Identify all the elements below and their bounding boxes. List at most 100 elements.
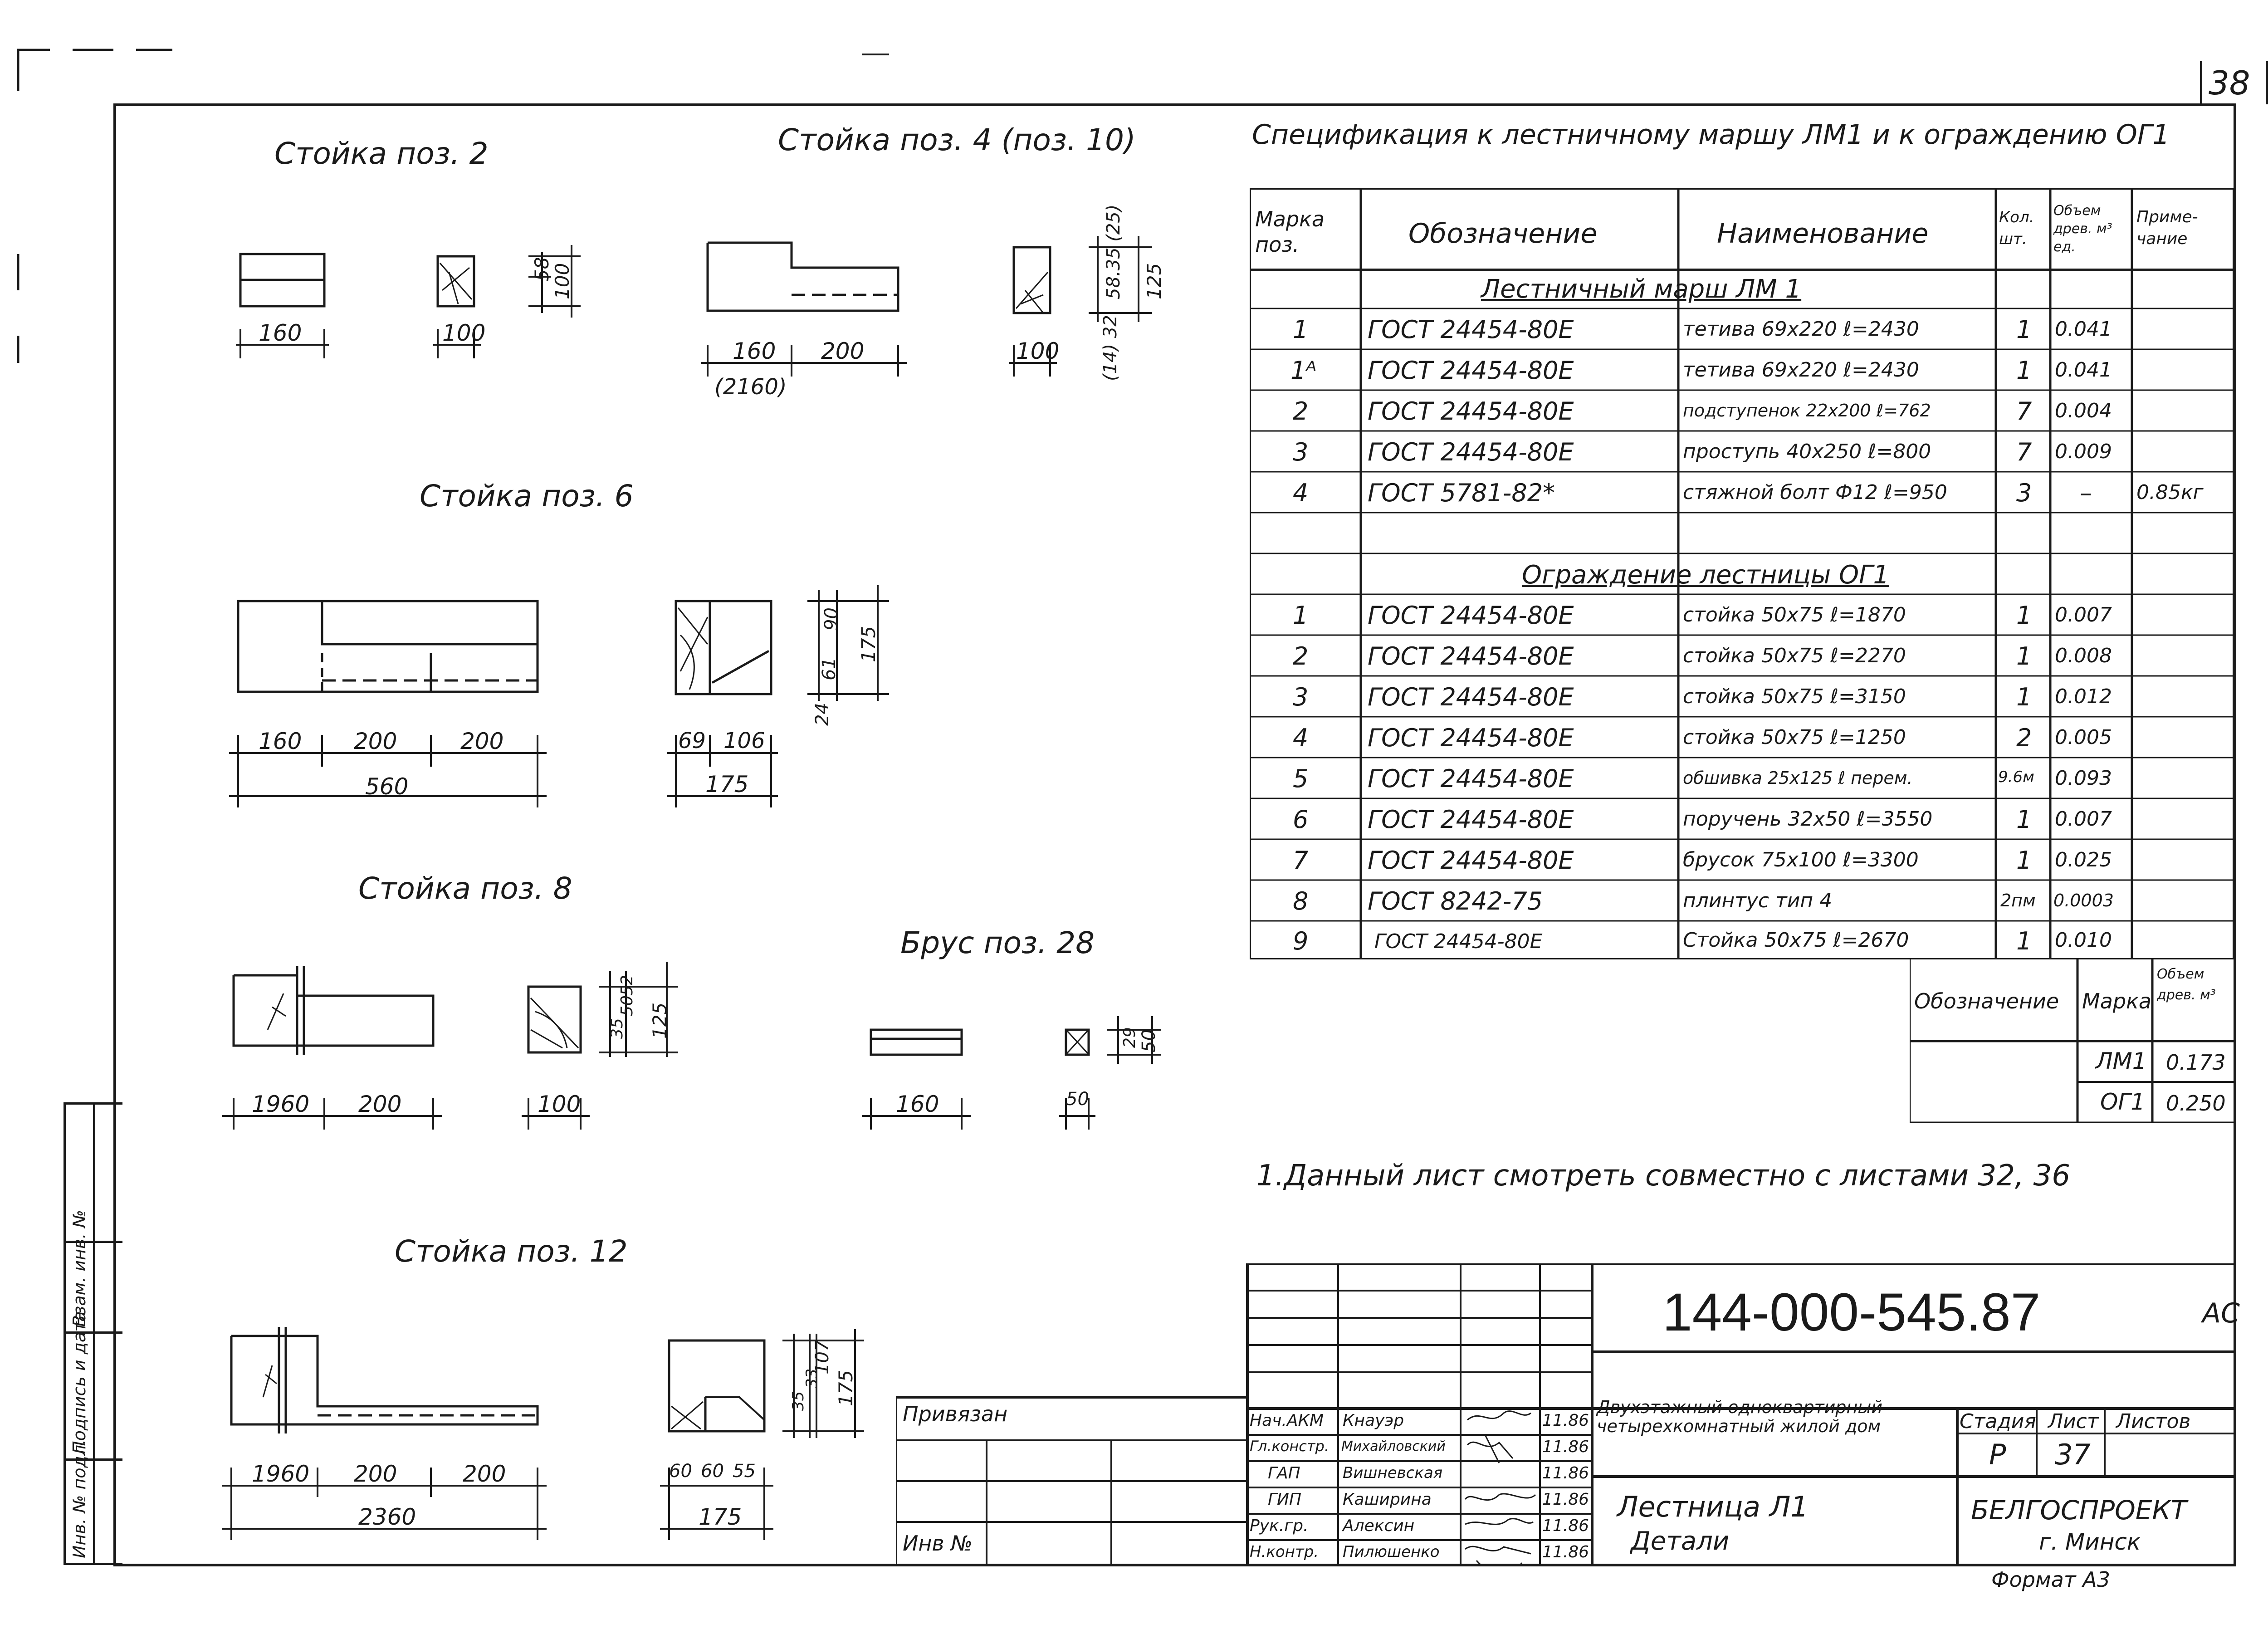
sheet-value: 37 (2055, 1438, 2091, 1471)
spec-cell-qty: 1 (2016, 315, 2032, 344)
spec-cell-qty: 1 (2016, 601, 2032, 630)
spec-cell-designation: ГОСТ 5781-82* (1368, 479, 1555, 507)
org-city: г. Минск (2039, 1529, 2141, 1555)
dim: 125 (649, 1002, 671, 1039)
spec-cell-designation: ГОСТ 24454-80Е (1368, 846, 1574, 875)
spec-cell-qty: 2 (2016, 724, 2032, 752)
dim: 175 (835, 1370, 857, 1406)
spec-cell-qty: 1 (2016, 846, 2032, 875)
detail-28-drawing (862, 1016, 1161, 1130)
title-block: Привязан Инв № Нач.АКМ Кнауэр 11.86 Гл.к… (896, 1263, 2240, 1565)
dim: (2160) (714, 374, 787, 400)
dim: 2360 (358, 1504, 416, 1530)
spec-cell-name: тетива 69х220 ℓ=2430 (1683, 358, 1919, 382)
dim: 100 (1016, 338, 1060, 364)
sheet-number-box: 38 (2200, 61, 2268, 104)
spec-cell-volume: – (2080, 479, 2092, 507)
summary-grid (1910, 959, 2234, 1123)
project-name: Двухэтажный одноквартирный четырехкомнат… (1597, 1397, 1883, 1436)
stage-label: Стадия (1960, 1410, 2036, 1433)
dim: 107 (812, 1340, 833, 1375)
spec-cell-volume: 0.008 (2055, 644, 2112, 667)
spec-cell-designation: ГОСТ 24454-80Е (1368, 315, 1574, 344)
spec-cell-designation: ГОСТ 24454-80Е (1368, 601, 1574, 630)
detail-title-2: Стойка поз. 2 (274, 136, 489, 171)
spec-cell-designation: ГОСТ 24454-80Е (1368, 805, 1574, 834)
dim: 160 (259, 728, 302, 754)
spec-cell-designation: ГОСТ 24454-80Е (1368, 438, 1574, 466)
spec-cell-designation: ГОСТ 24454-80Е (1368, 683, 1574, 711)
role-date: 11.86 (1542, 1517, 1589, 1535)
dim: 200 (354, 1461, 397, 1487)
role-person: Каширина (1343, 1490, 1432, 1509)
sheet-title-2: Детали (1631, 1526, 1730, 1556)
spec-cell-volume: 0.005 (2055, 726, 2112, 749)
dim: 60 (701, 1461, 724, 1482)
spec-cell-mark: 9 (1293, 927, 1309, 955)
dim: 175 (705, 771, 749, 797)
spec-cell-designation: ГОСТ 24454-80Е (1368, 397, 1574, 426)
spec-cell-mark: 2 (1293, 642, 1309, 670)
summary-header-mark: Марка (2082, 989, 2152, 1013)
dim: 200 (460, 728, 504, 754)
dim: 560 (365, 773, 409, 800)
spec-cell-mark: 8 (1293, 887, 1309, 915)
detail-4-drawing (701, 236, 1152, 377)
spec-title: Спецификация к лестничному маршу ЛМ1 и к… (1252, 119, 2170, 151)
dim: (14) 32 (1100, 315, 1121, 381)
dim: 125 (1143, 263, 1165, 299)
spec-cell-designation: ГОСТ 24454-80Е (1368, 642, 1574, 670)
spec-cell-name: Стойка 50х75 ℓ=2670 (1683, 929, 1909, 952)
spec-cell-name: стяжной болт Ф12 ℓ=950 (1683, 481, 1947, 504)
summary-cell: 0.173 (2166, 1050, 2226, 1075)
spec-header-note: Приме- чание (2136, 208, 2198, 248)
spec-cell-mark: 4 (1293, 479, 1309, 507)
spec-cell-volume: 0.009 (2055, 440, 2112, 463)
dim: 200 (354, 728, 397, 754)
dim: 90 (821, 607, 842, 631)
role-date: 11.86 (1542, 1464, 1589, 1482)
dim: 100 (442, 320, 486, 346)
stage-value: Р (1989, 1438, 2006, 1471)
role-date: 11.86 (1542, 1543, 1589, 1561)
spec-cell-qty: 7 (2016, 397, 2032, 426)
dim: 35 (789, 1391, 807, 1411)
spec-cell-volume: 0.0003 (2053, 890, 2114, 910)
dim: 200 (358, 1091, 402, 1117)
sheet-number: 38 (2209, 64, 2250, 102)
spec-header-qty: Кол. шт. (1999, 208, 2034, 248)
spec-cell-volume: 0.007 (2055, 603, 2112, 626)
summary-table: Обозначение Марка Объем древ. м³ ЛМ1 0.1… (1910, 959, 2234, 1123)
spec-cell-qty: 1 (2016, 356, 2032, 385)
spec-cell-qty: 3 (2016, 479, 2032, 507)
dim: 52 (618, 975, 636, 996)
spec-cell-qty: 1 (2016, 642, 2032, 670)
role-position: Н.контр. (1250, 1543, 1319, 1561)
dim: 175 (857, 626, 880, 662)
role-position: Гл.констр. (1250, 1438, 1329, 1455)
detail-6-drawing (229, 585, 889, 807)
spec-table: Марка поз. Обозначение Наименование Кол.… (1250, 188, 2234, 959)
dim: 29 (1120, 1027, 1139, 1048)
summary-cell: 0.250 (2166, 1091, 2226, 1115)
spec-cell-designation: ГОСТ 8242-75 (1368, 887, 1543, 915)
spec-header-volume: Объем древ. м³ ед. (2053, 203, 2112, 255)
dim: 50 (1066, 1089, 1089, 1110)
dim: 24 (812, 703, 833, 726)
spec-cell-qty: 1 (2016, 683, 2032, 711)
sheet-title-1: Лестница Л1 (1617, 1490, 1809, 1523)
spec-cell-name: стойка 50х75 ℓ=1250 (1683, 726, 1906, 749)
spec-cell-qty: 1 (2016, 805, 2032, 834)
spec-cell-mark: 1 (1293, 315, 1309, 344)
spec-cell-volume: 0.025 (2055, 848, 2112, 871)
spec-cell-volume: 0.012 (2055, 685, 2112, 708)
spec-header-name: Наименование (1717, 218, 1929, 250)
detail-title-6: Стойка поз. 6 (420, 479, 634, 514)
spec-cell-designation: ГОСТ 24454-80Е (1368, 764, 1574, 793)
spec-cell-mark: 6 (1293, 805, 1309, 834)
org-name: БЕЛГОСПРОЕКТ (1971, 1495, 2187, 1526)
role-date: 11.86 (1542, 1411, 1589, 1430)
spec-cell-qty: 7 (2016, 438, 2032, 466)
spec-cell-mark: 2 (1293, 397, 1309, 426)
